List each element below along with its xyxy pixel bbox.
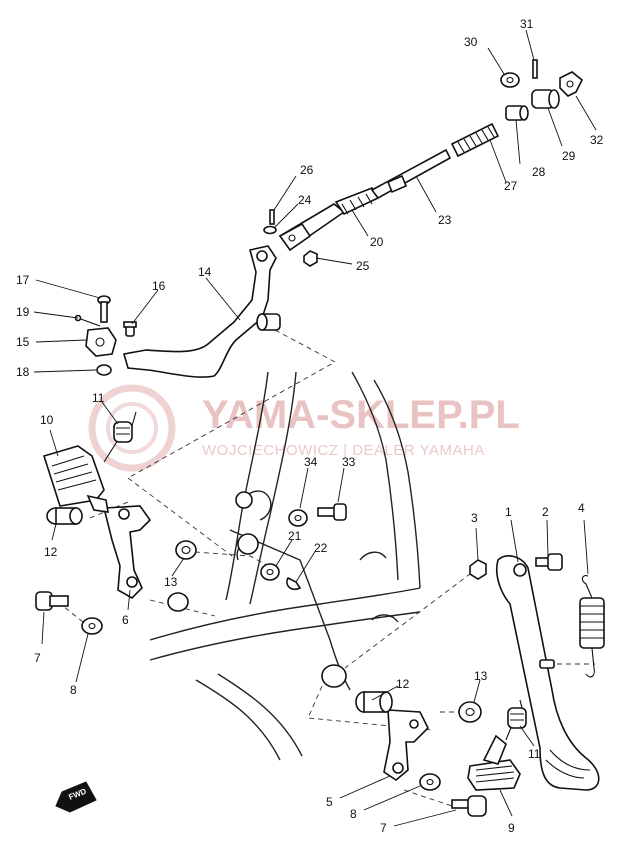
callout-18: 18 <box>16 365 30 379</box>
callout-17: 17 <box>16 273 30 287</box>
callout-8-left: 8 <box>70 683 77 697</box>
callout-5: 5 <box>326 795 333 809</box>
right-footrest-bolt[interactable] <box>451 795 487 817</box>
callout-25: 25 <box>356 259 370 273</box>
callout-33: 33 <box>342 455 356 469</box>
callout-31: 31 <box>520 17 534 31</box>
callout-15: 15 <box>16 335 30 349</box>
left-footrest-spring[interactable] <box>103 411 137 463</box>
pedal-pivot-bolt[interactable] <box>97 295 111 323</box>
watermark-title: YAMA-SKLEP.PL <box>202 393 520 437</box>
callout-19: 19 <box>16 305 30 319</box>
left-bracket-collar[interactable] <box>167 592 189 612</box>
callout-7-left: 7 <box>34 651 41 665</box>
callout-11-left: 11 <box>92 391 105 405</box>
brake-rod-nut[interactable] <box>303 250 318 267</box>
brake-cam-pin[interactable] <box>532 59 538 79</box>
callout-20: 20 <box>370 235 384 249</box>
pivot-washer[interactable] <box>260 563 280 581</box>
brake-rod-washer[interactable] <box>500 72 520 88</box>
right-footrest-collar[interactable] <box>458 701 482 723</box>
callout-8-right: 8 <box>350 807 357 821</box>
brake-rod-clip[interactable] <box>263 225 277 235</box>
callout-1: 1 <box>505 505 512 519</box>
callout-29: 29 <box>562 149 576 163</box>
callout-12-right: 12 <box>396 677 410 691</box>
right-footrest-pin[interactable] <box>355 691 393 713</box>
pivot-circlip[interactable] <box>286 576 302 591</box>
frame-collar[interactable] <box>288 509 308 527</box>
callout-14: 14 <box>198 265 212 279</box>
spring-hook-pin[interactable] <box>539 659 555 669</box>
brake-rod-joint[interactable] <box>278 187 380 252</box>
callout-13-right: 13 <box>474 669 488 683</box>
callout-12-left: 12 <box>44 545 58 559</box>
callout-28: 28 <box>532 165 546 179</box>
callout-27: 27 <box>504 179 518 193</box>
callout-34: 34 <box>304 455 318 469</box>
callout-4: 4 <box>578 501 585 515</box>
callout-3: 3 <box>471 511 478 525</box>
stand-pivot-bolt[interactable] <box>535 553 563 571</box>
right-footrest[interactable] <box>467 734 521 791</box>
callout-13-left: 13 <box>164 575 178 589</box>
stand-spring[interactable] <box>579 575 605 678</box>
brake-wing-nut[interactable] <box>559 71 584 97</box>
callout-10: 10 <box>40 413 54 427</box>
left-footrest-pin[interactable] <box>46 507 83 525</box>
brake-rod-pin[interactable] <box>269 209 275 225</box>
forward-direction-icon: FWD <box>55 781 97 813</box>
leader-lines <box>33 29 597 827</box>
left-footrest-collar[interactable] <box>175 540 197 560</box>
watermark-subtitle: WOJCIECHOWICZ | DEALER YAMAHA <box>202 442 485 459</box>
brake-pedal[interactable] <box>122 245 281 378</box>
callout-6: 6 <box>122 613 129 627</box>
brake-adjusting-nut[interactable] <box>531 89 560 109</box>
callout-16: 16 <box>152 279 166 293</box>
brake-rod-spring[interactable] <box>450 122 500 158</box>
callout-32: 32 <box>590 133 604 147</box>
callout-24: 24 <box>298 193 312 207</box>
callout-26: 26 <box>300 163 314 177</box>
callout-7-right: 7 <box>380 821 387 835</box>
callout-9: 9 <box>508 821 515 835</box>
watermark: YAMA-SKLEP.PL WOJCIECHOWICZ | DEALER YAM… <box>88 384 520 472</box>
callout-2: 2 <box>542 505 549 519</box>
frame-outline <box>149 371 421 761</box>
brake-rod-collar[interactable] <box>505 105 529 121</box>
stand-nut[interactable] <box>469 559 487 580</box>
frame-bolt[interactable] <box>317 503 347 521</box>
side-stand[interactable] <box>495 555 600 791</box>
left-footrest-washer[interactable] <box>81 617 103 635</box>
frame-pivot-boss <box>235 491 347 688</box>
callout-22: 22 <box>314 541 328 555</box>
brake-rod[interactable] <box>370 148 452 200</box>
right-footrest-bracket[interactable] <box>383 709 429 781</box>
callout-30: 30 <box>464 35 478 49</box>
watermark-logo-icon <box>88 384 176 472</box>
pedal-washer[interactable] <box>96 364 112 376</box>
pedal-stop-bolt[interactable] <box>123 321 137 337</box>
pedal-end-bracket[interactable] <box>85 327 117 357</box>
pedal-cotter-pin[interactable] <box>74 314 101 327</box>
callout-23: 23 <box>438 213 452 227</box>
right-footrest-washer[interactable] <box>419 773 441 791</box>
callout-labels: 1 2 3 4 5 6 7 7 8 8 9 10 11 11 12 12 13 … <box>16 17 604 835</box>
right-footrest-spring[interactable] <box>505 699 527 741</box>
callout-21: 21 <box>288 529 302 543</box>
left-footrest-bracket[interactable] <box>102 505 152 599</box>
left-footrest[interactable] <box>42 445 109 513</box>
left-footrest-bolt[interactable] <box>35 591 69 611</box>
callout-11-right: 11 <box>528 747 541 761</box>
